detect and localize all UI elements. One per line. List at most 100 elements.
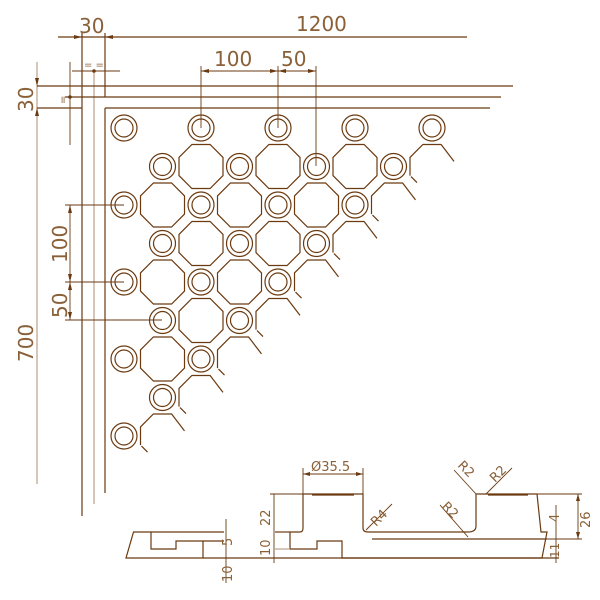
hole-inner-circle [306,233,327,254]
hole-inner-circle [152,156,173,177]
octagon-cell [293,182,340,228]
hole-inner-circle [268,195,288,215]
hole-inner-circle [306,156,327,177]
hole-outer-circle [148,383,177,412]
edge-tick [372,214,379,222]
octagon-cell [178,143,224,190]
label-4: 4 [548,514,563,522]
partial-octagon-edge [139,413,185,446]
hole-outer-circle [225,152,254,181]
hole-inner-circle [114,272,134,292]
octagon-cell [139,259,186,305]
hole-outer-circle [148,306,177,335]
hole-outer-circle [110,345,138,373]
hole-inner-circle [114,195,134,215]
hole-outer-circle [302,229,331,258]
hole-outer-circle [264,268,292,296]
label-diameter: Ø35.5 [311,460,350,475]
plan-frame [35,33,513,516]
label-equal-x: = = [84,60,104,71]
edge-tick [295,291,302,299]
partial-octagon-edge [409,143,455,176]
label-11: 11 [548,543,562,558]
label-edge-5: 5 [221,538,236,546]
octagon-cell [139,336,186,382]
hole-outer-circle [110,422,138,450]
hole-inner-circle [268,272,288,292]
edge-tick [333,253,341,261]
octagon-cell [216,259,263,305]
edge-tick [256,330,264,338]
partial-octagon-edge [370,182,416,215]
label-r2-groove: R2 [438,499,461,522]
hole-outer-circle [110,268,138,296]
hole-inner-circle [114,349,134,369]
hole-outer-circle [225,229,254,258]
partial-octagon-edge [255,297,301,330]
leader-r2-top-left [453,469,477,495]
hole-pattern [110,114,455,453]
partial-octagon-edge [293,259,339,292]
hole-inner-circle [191,272,211,292]
label-equal-y: = [58,96,69,104]
label-22: 22 [259,509,274,526]
hole-outer-circle [418,114,446,142]
label-100-y: 100 [48,225,72,263]
hole-outer-circle [302,152,331,181]
octagon-cell [178,220,224,267]
edge-tick [141,445,148,453]
hole-inner-circle [191,118,211,138]
hole-outer-circle [341,191,369,219]
partial-octagon-edge [178,374,224,407]
hole-outer-circle [187,268,215,296]
octagon-cell [216,182,263,228]
hole-inner-circle [114,118,134,138]
section-view: 5 10 22 10 Ø35.5 R4 R2 R2 R2 26 4 11 [125,458,594,583]
edge-tick [410,176,418,184]
hole-inner-circle [268,118,288,138]
label-r2-top-right: R2 [487,463,510,486]
hole-inner-circle [152,310,173,331]
edge-tick [179,407,187,415]
leader-r2-top-right [485,467,513,495]
hole-inner-circle [383,156,404,177]
dim-arrows [303,472,363,476]
hole-outer-circle [187,191,215,219]
hole-inner-circle [422,118,442,138]
dim-arrows [35,35,113,116]
hole-outer-circle [110,114,138,142]
dim-dot [92,69,96,73]
hole-inner-circle [191,195,211,215]
partial-octagon-edge [216,336,262,369]
label-10-main: 10 [259,539,274,556]
hole-inner-circle [152,233,173,254]
label-50-y: 50 [48,293,72,318]
label-r2-top-left: R2 [454,458,477,481]
label-edge-10: 10 [221,565,236,582]
hole-inner-circle [229,233,250,254]
hole-inner-circle [345,118,365,138]
hole-inner-circle [114,426,134,446]
label-100-x: 100 [214,47,252,71]
label-700: 700 [14,324,38,362]
hole-inner-circle [152,387,173,408]
hole-outer-circle [225,306,254,335]
label-30-y: 30 [14,87,38,112]
hole-outer-circle [264,191,292,219]
main-profile-section [289,493,548,559]
octagon-cell [139,182,186,228]
label-30-x: 30 [79,14,104,38]
leader-r2-groove [439,504,469,538]
hole-outer-circle [341,114,369,142]
label-1200: 1200 [296,12,347,36]
hole-outer-circle [110,191,138,219]
hole-inner-circle [229,156,250,177]
hole-outer-circle [148,229,177,258]
hole-outer-circle [148,152,177,181]
label-50-x: 50 [281,47,306,71]
edge-tick [218,368,225,376]
hole-outer-circle [187,345,215,373]
leader-r4 [365,503,393,531]
